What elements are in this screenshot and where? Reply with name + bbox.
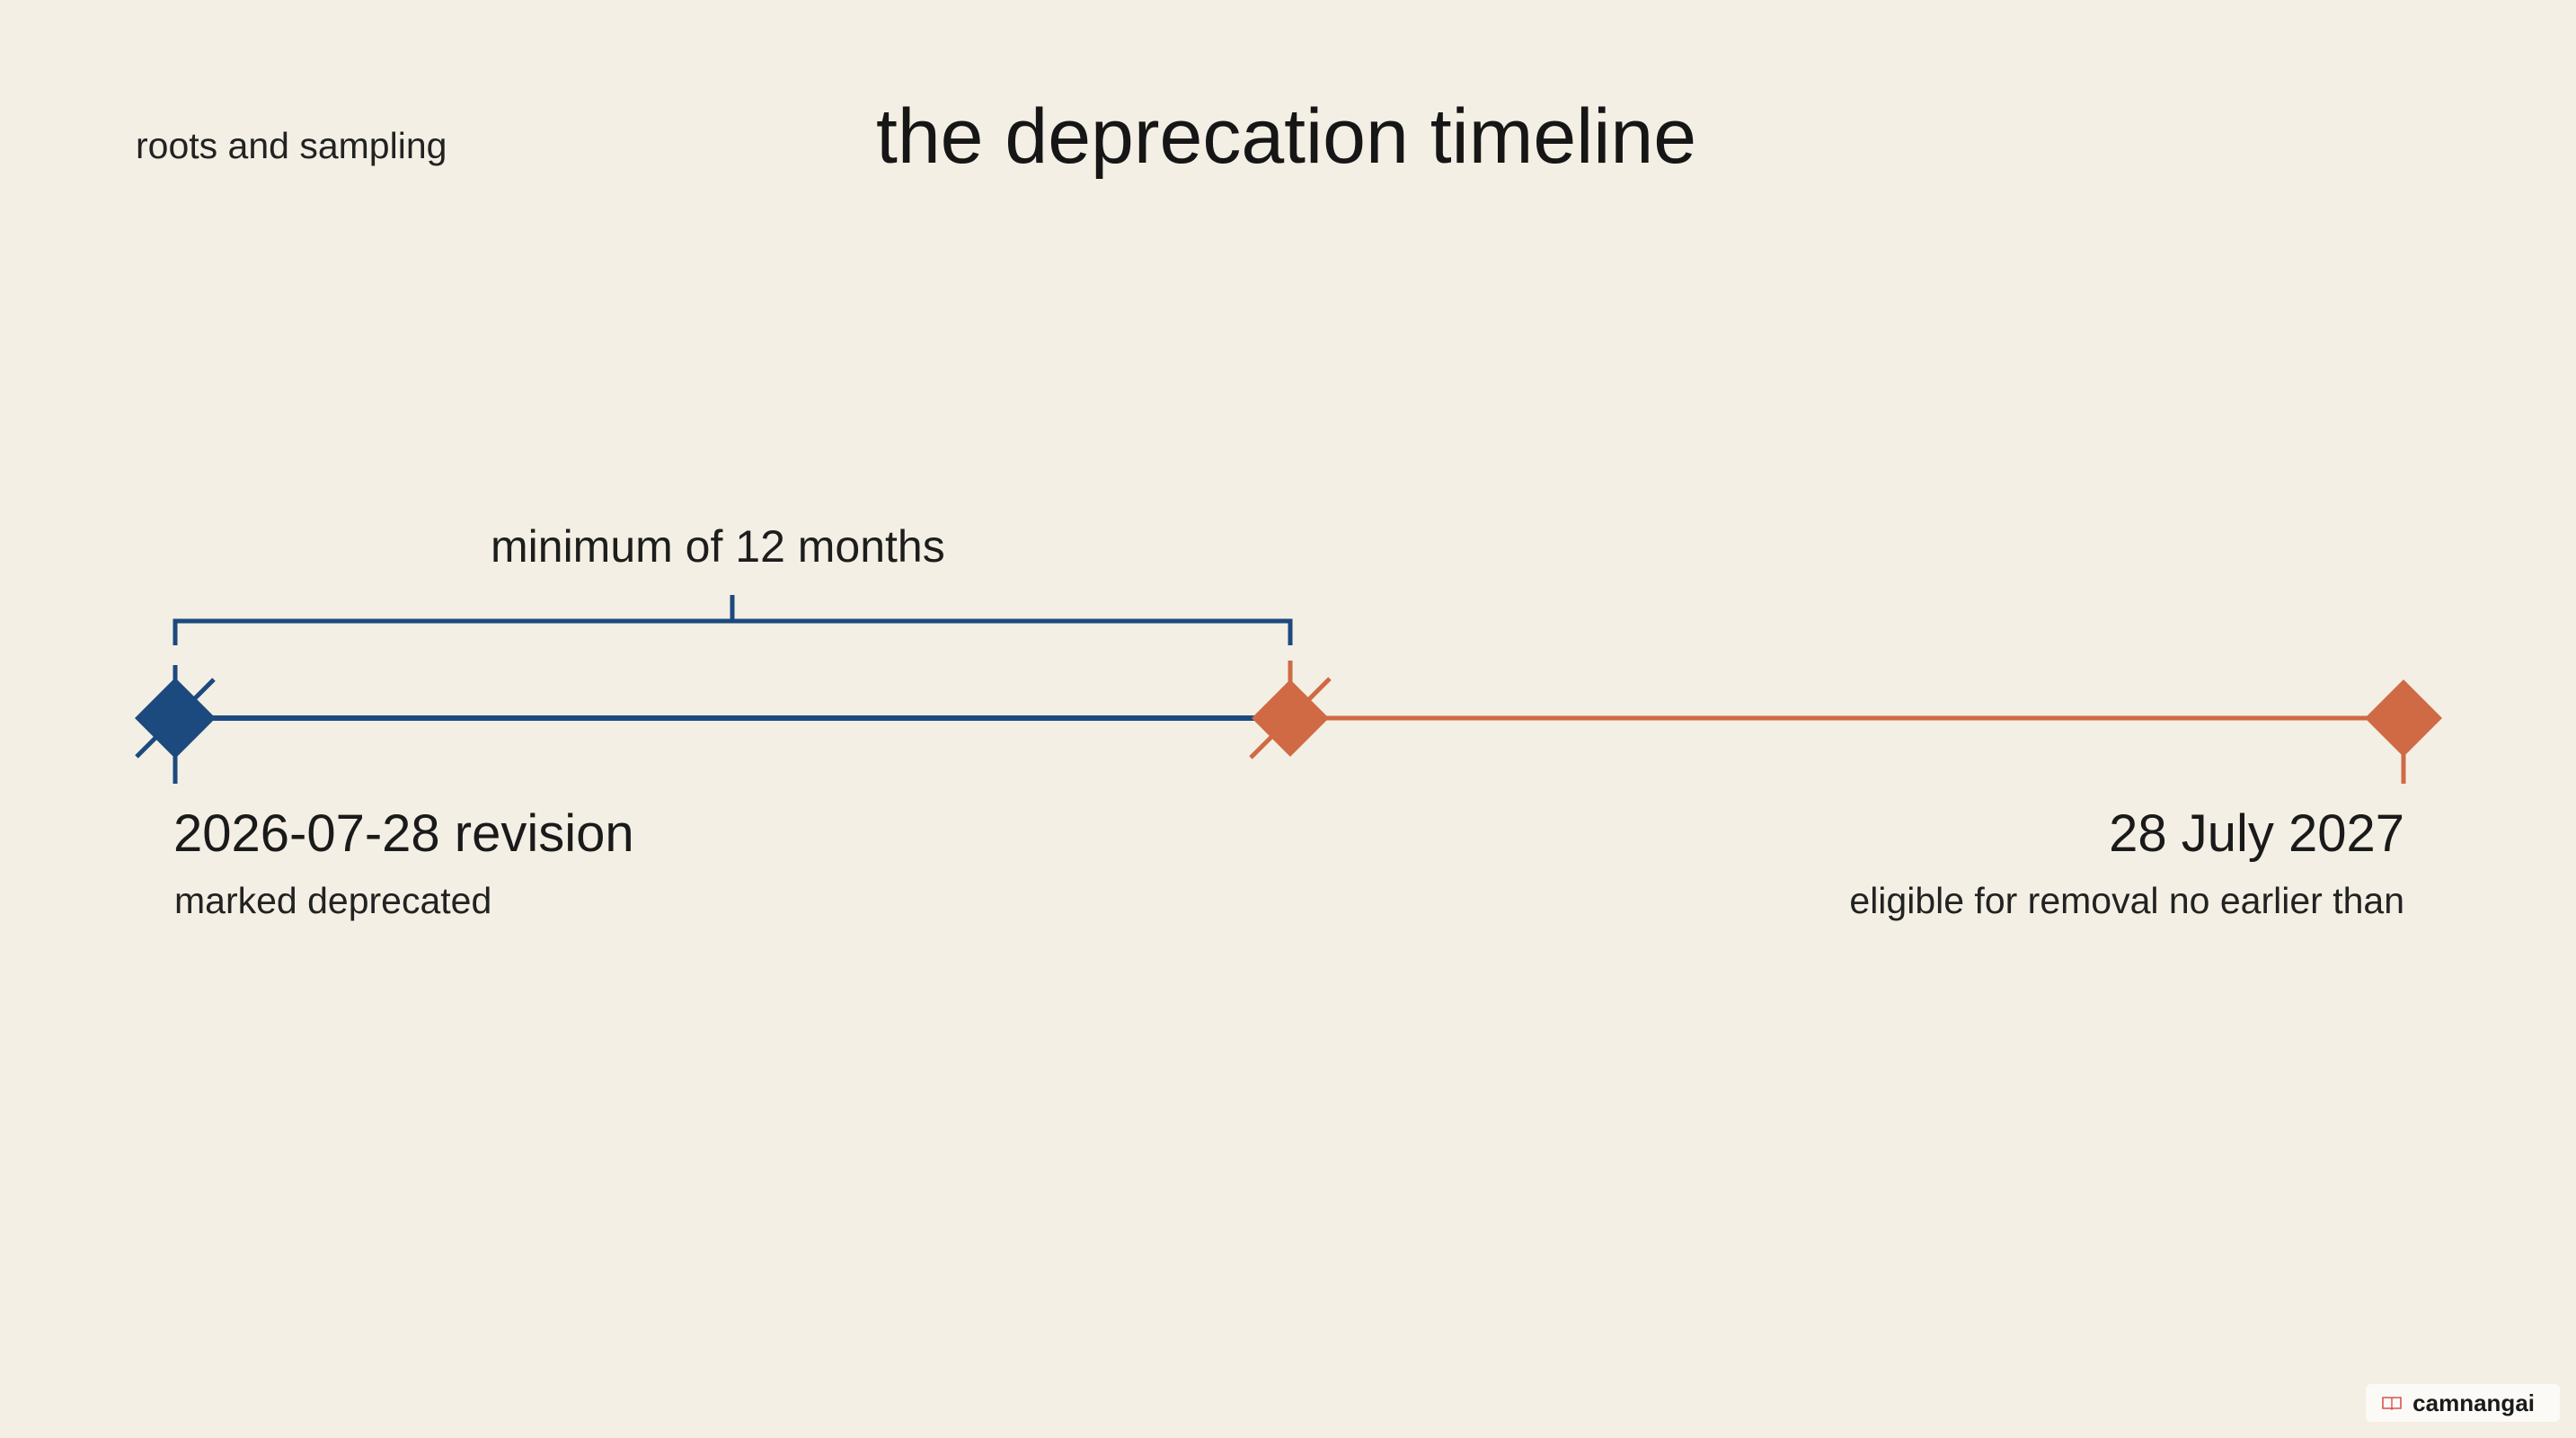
page-title-text: the deprecation timeline — [875, 93, 1697, 180]
span-bracket — [173, 595, 1293, 645]
removal-milestone-marker — [2365, 679, 2442, 784]
book-icon — [2382, 1397, 2402, 1410]
start-date-label: 2026-07-28 revision — [173, 804, 634, 863]
start-milestone-marker — [135, 665, 216, 784]
period-end-marker — [1249, 661, 1332, 759]
start-caption: marked deprecated — [174, 880, 492, 921]
end-date-label: 28 July 2027 — [2109, 804, 2404, 863]
end-caption: eligible for removal no earlier than — [1849, 880, 2404, 921]
section-label: roots and sampling — [136, 125, 447, 166]
watermark-text: camnangai — [2412, 1389, 2535, 1416]
watermark-badge: camnangai — [2366, 1384, 2560, 1422]
page-title: the deprecation timeline — [0, 90, 2576, 183]
span-label: minimum of 12 months — [491, 521, 945, 572]
